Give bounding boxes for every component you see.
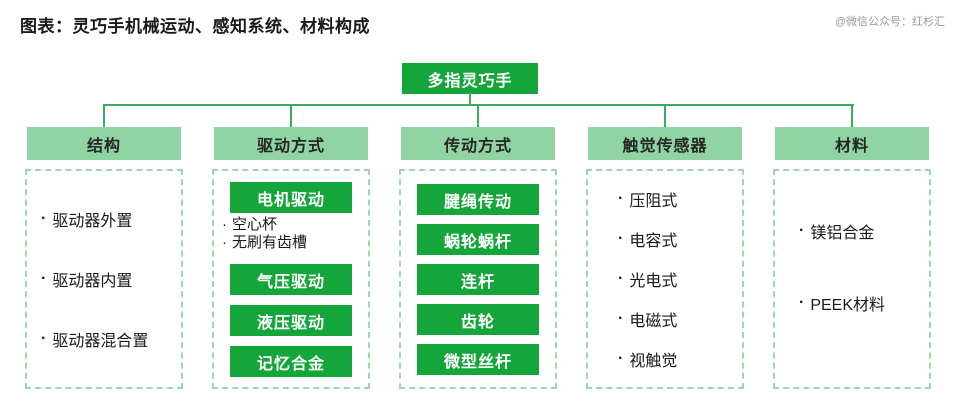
list-item: · 压阻式 — [618, 187, 742, 211]
column-panel: 电机驱动 · 空心杯 · 无刷有齿槽 气压驱动 液压驱动 记忆合金 — [212, 169, 370, 389]
list-item: · 驱动器外置 — [41, 207, 181, 231]
column-tactile-sensor: 触觉传感器 · 压阻式 · 电容式 · 光电式 · 电磁式 · 视触觉 — [586, 127, 744, 389]
bullet-dot: · — [41, 270, 47, 287]
list-item: · 空心杯 — [222, 216, 368, 234]
bullet-dot: · — [41, 330, 47, 347]
column-panel: · 镁铝合金 · PEEK材料 — [773, 169, 931, 389]
bullet-dot: · — [799, 222, 805, 239]
bullet-dot: · — [618, 350, 624, 367]
list-item-label: 压阻式 — [629, 193, 678, 210]
connector-drop-4 — [664, 104, 666, 127]
list-item-label: 无刷有齿槽 — [232, 234, 308, 251]
list-item-label: 镁铝合金 — [810, 225, 875, 242]
column-header: 驱动方式 — [214, 127, 368, 160]
list-item-label: 驱动器外置 — [52, 213, 133, 230]
bullet-dot: · — [618, 190, 624, 207]
connector-drop-3 — [477, 104, 479, 127]
bullet-dot: · — [799, 294, 805, 311]
bullet-dot: · — [41, 210, 47, 227]
list-item-label: 驱动器内置 — [52, 273, 133, 290]
column-panel: 腱绳传动 蜗轮蜗杆 连杆 齿轮 微型丝杆 — [399, 169, 557, 389]
node-button: 液压驱动 — [230, 305, 352, 336]
column-panel: · 驱动器外置 · 驱动器内置 · 驱动器混合置 — [25, 169, 183, 389]
connector-drop-1 — [103, 104, 105, 127]
column-header: 触觉传感器 — [588, 127, 742, 160]
node-button: 记忆合金 — [230, 346, 352, 377]
list-item: · PEEK材料 — [799, 291, 929, 315]
list-item-label: PEEK材料 — [810, 297, 886, 314]
column-drive-method: 驱动方式 电机驱动 · 空心杯 · 无刷有齿槽 气压驱动 液压驱动 记忆合金 — [212, 127, 370, 389]
list-item: · 无刷有齿槽 — [222, 234, 368, 252]
bullet-dot: · — [222, 216, 227, 233]
column-header: 材料 — [775, 127, 929, 160]
node-button: 连杆 — [417, 264, 539, 295]
column-header: 结构 — [27, 127, 181, 160]
column-transmission-method: 传动方式 腱绳传动 蜗轮蜗杆 连杆 齿轮 微型丝杆 — [399, 127, 557, 389]
column-material: 材料 · 镁铝合金 · PEEK材料 — [773, 127, 931, 389]
connector-horizontal — [104, 104, 854, 106]
column-header: 传动方式 — [401, 127, 555, 160]
node-button: 蜗轮蜗杆 — [417, 224, 539, 255]
sub-bullet-list: · 空心杯 · 无刷有齿槽 — [222, 216, 368, 252]
root-node: 多指灵巧手 — [402, 63, 538, 94]
list-item: · 驱动器混合置 — [41, 327, 181, 351]
node-button: 气压驱动 — [230, 264, 352, 295]
watermark-text: @微信公众号：红杉汇 — [834, 16, 945, 28]
node-button: 电机驱动 — [230, 182, 352, 213]
list-item-label: 空心杯 — [232, 216, 278, 233]
list-item: · 电磁式 — [618, 307, 742, 331]
connector-drop-2 — [290, 104, 292, 127]
list-item-label: 视触觉 — [629, 353, 678, 370]
node-button: 腱绳传动 — [417, 184, 539, 215]
list-item: · 视触觉 — [618, 347, 742, 371]
list-item-label: 电容式 — [629, 233, 678, 250]
list-item: · 镁铝合金 — [799, 219, 929, 243]
bullet-dot: · — [618, 270, 624, 287]
page-title: 图表：灵巧手机械运动、感知系统、材料构成 — [20, 17, 370, 36]
list-item: · 驱动器内置 — [41, 267, 181, 291]
list-item-label: 电磁式 — [629, 313, 678, 330]
list-item: · 电容式 — [618, 227, 742, 251]
node-button: 齿轮 — [417, 304, 539, 335]
bullet-dot: · — [618, 230, 624, 247]
list-item-label: 驱动器混合置 — [52, 333, 149, 350]
node-button: 微型丝杆 — [417, 344, 539, 375]
bullet-dot: · — [222, 234, 227, 251]
list-item: · 光电式 — [618, 267, 742, 291]
connector-root-vertical — [469, 93, 471, 105]
list-item-label: 光电式 — [629, 273, 678, 290]
connector-drop-5 — [851, 104, 853, 127]
bullet-dot: · — [618, 310, 624, 327]
column-panel: · 压阻式 · 电容式 · 光电式 · 电磁式 · 视触觉 — [586, 169, 744, 389]
column-structure: 结构 · 驱动器外置 · 驱动器内置 · 驱动器混合置 — [25, 127, 183, 389]
